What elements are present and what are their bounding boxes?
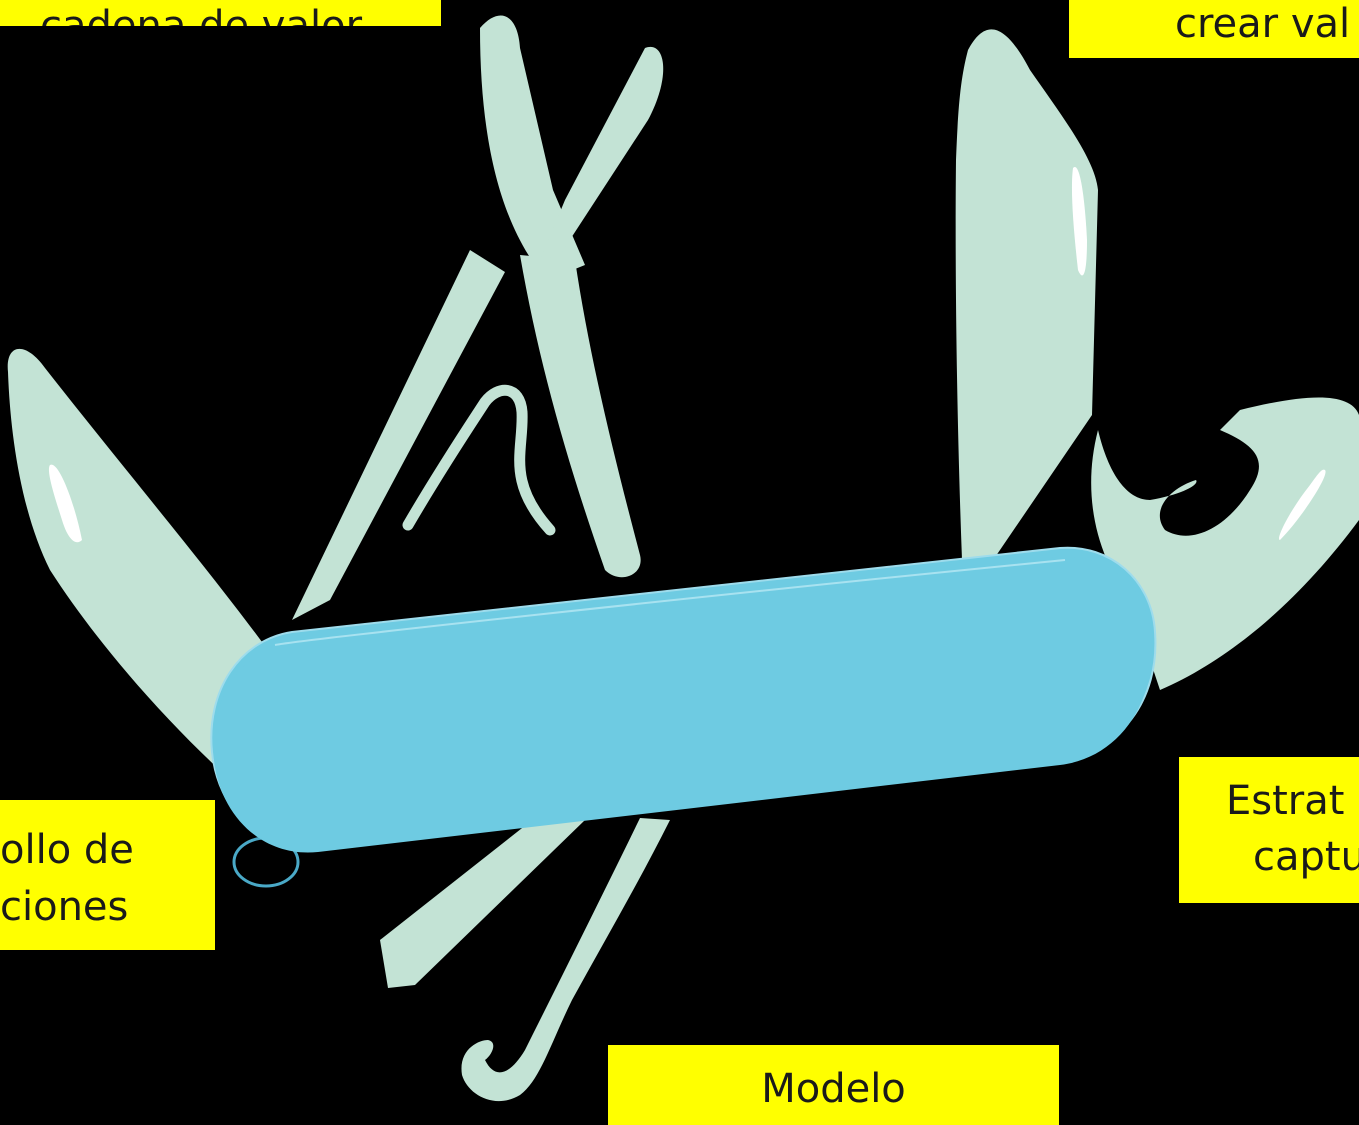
knife-handle bbox=[213, 557, 1152, 853]
callout-bottom-text: Modelo bbox=[608, 1069, 1059, 1109]
callout-top-left: cadena de valor bbox=[0, 0, 441, 26]
callout-top-left-text: cadena de valor bbox=[40, 6, 362, 26]
right-blade bbox=[956, 29, 1098, 572]
callout-middle-left: ollo de ciones bbox=[0, 800, 215, 950]
scissors-right-arm bbox=[540, 47, 663, 260]
scissors-handle bbox=[520, 255, 641, 577]
callout-middle-right-line1: Estrat bbox=[1226, 781, 1344, 821]
callout-top-right: crear val bbox=[1069, 0, 1359, 58]
callout-middle-left-line1: ollo de bbox=[0, 830, 134, 870]
callout-top-right-text: crear val bbox=[1175, 4, 1350, 44]
callout-middle-right: Estrat captu bbox=[1179, 757, 1359, 903]
file-tool bbox=[292, 250, 505, 620]
callout-bottom: Modelo bbox=[608, 1045, 1059, 1125]
callout-middle-right-line2: captu bbox=[1253, 837, 1359, 877]
callout-middle-left-line2: ciones bbox=[0, 887, 128, 927]
